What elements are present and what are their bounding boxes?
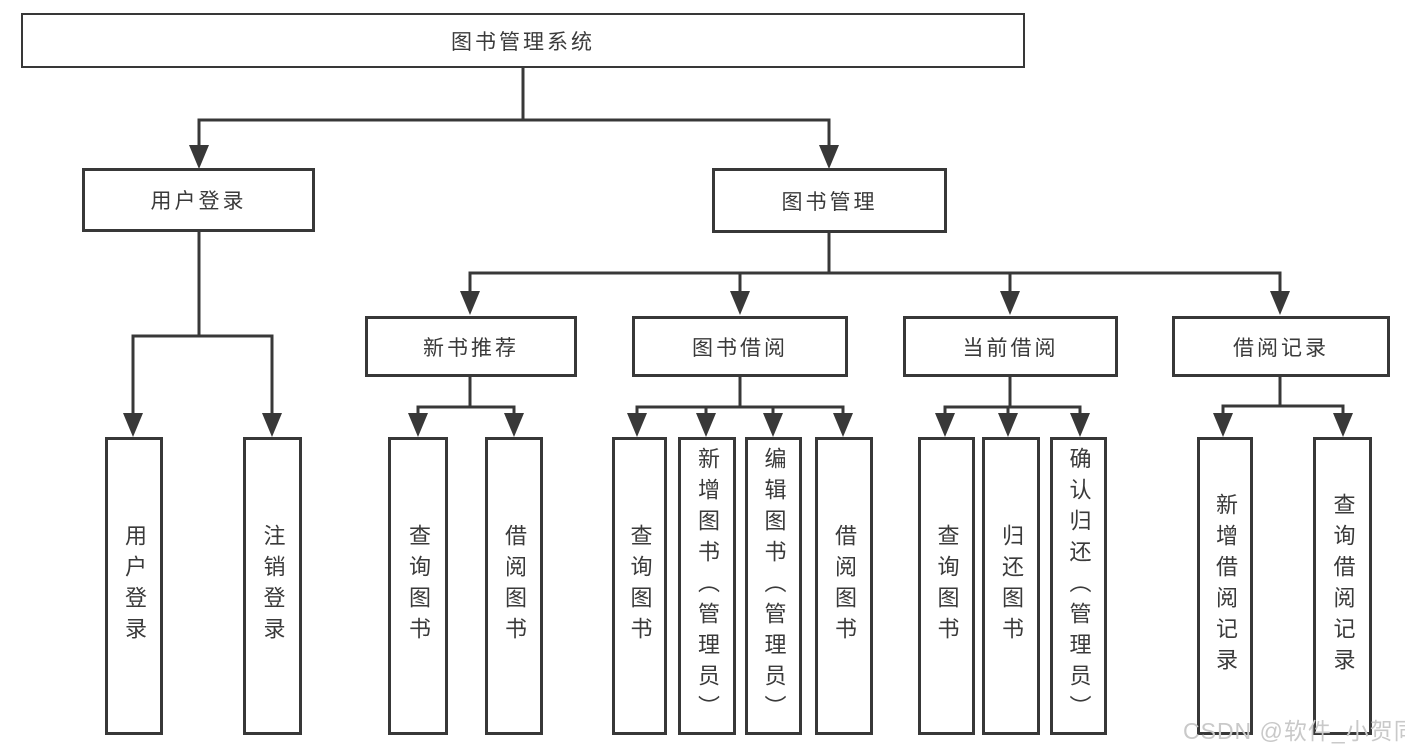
leaf-add-borrow-record: 新增借阅记录 bbox=[1197, 437, 1253, 735]
leaf-edit-book-admin: 编辑图书（管理员） bbox=[745, 437, 802, 735]
leaf-query-borrow-record: 查询借阅记录 bbox=[1313, 437, 1372, 735]
wire-current-borrow-group bbox=[943, 375, 1082, 418]
node-borrow-records: 借阅记录 bbox=[1172, 316, 1390, 377]
node-current-borrow: 当前借阅 bbox=[903, 316, 1118, 377]
leaf-query-books-current: 查询图书 bbox=[918, 437, 975, 735]
leaf-confirm-return-admin: 确认归还（管理员） bbox=[1050, 437, 1107, 735]
leaf-query-books-recommend: 查询图书 bbox=[388, 437, 448, 735]
wire-new-book-group bbox=[416, 375, 516, 418]
wire-book-mgmt-group bbox=[468, 231, 1282, 296]
wire-user-login-group bbox=[131, 230, 274, 418]
wire-borrow-record-group bbox=[1221, 375, 1345, 418]
leaf-query-books-borrow: 查询图书 bbox=[612, 437, 667, 735]
leaf-user-login: 用户登录 bbox=[105, 437, 163, 735]
node-book-borrow: 图书借阅 bbox=[632, 316, 848, 377]
node-user-login: 用户登录 bbox=[82, 168, 315, 232]
watermark: CSDN @软件_小贺同学 bbox=[1183, 718, 1405, 744]
wire-book-borrow-group bbox=[635, 375, 845, 418]
leaf-borrow-books: 借阅图书 bbox=[815, 437, 873, 735]
wire-root bbox=[197, 66, 831, 150]
leaf-add-book-admin: 新增图书（管理员） bbox=[678, 437, 736, 735]
node-library-management-system: 图书管理系统 bbox=[21, 13, 1025, 68]
node-book-management: 图书管理 bbox=[712, 168, 947, 233]
leaf-return-book: 归还图书 bbox=[982, 437, 1040, 735]
leaf-borrow-books-recommend: 借阅图书 bbox=[485, 437, 543, 735]
node-new-book-recommend: 新书推荐 bbox=[365, 316, 577, 377]
leaf-logout: 注销登录 bbox=[243, 437, 302, 735]
